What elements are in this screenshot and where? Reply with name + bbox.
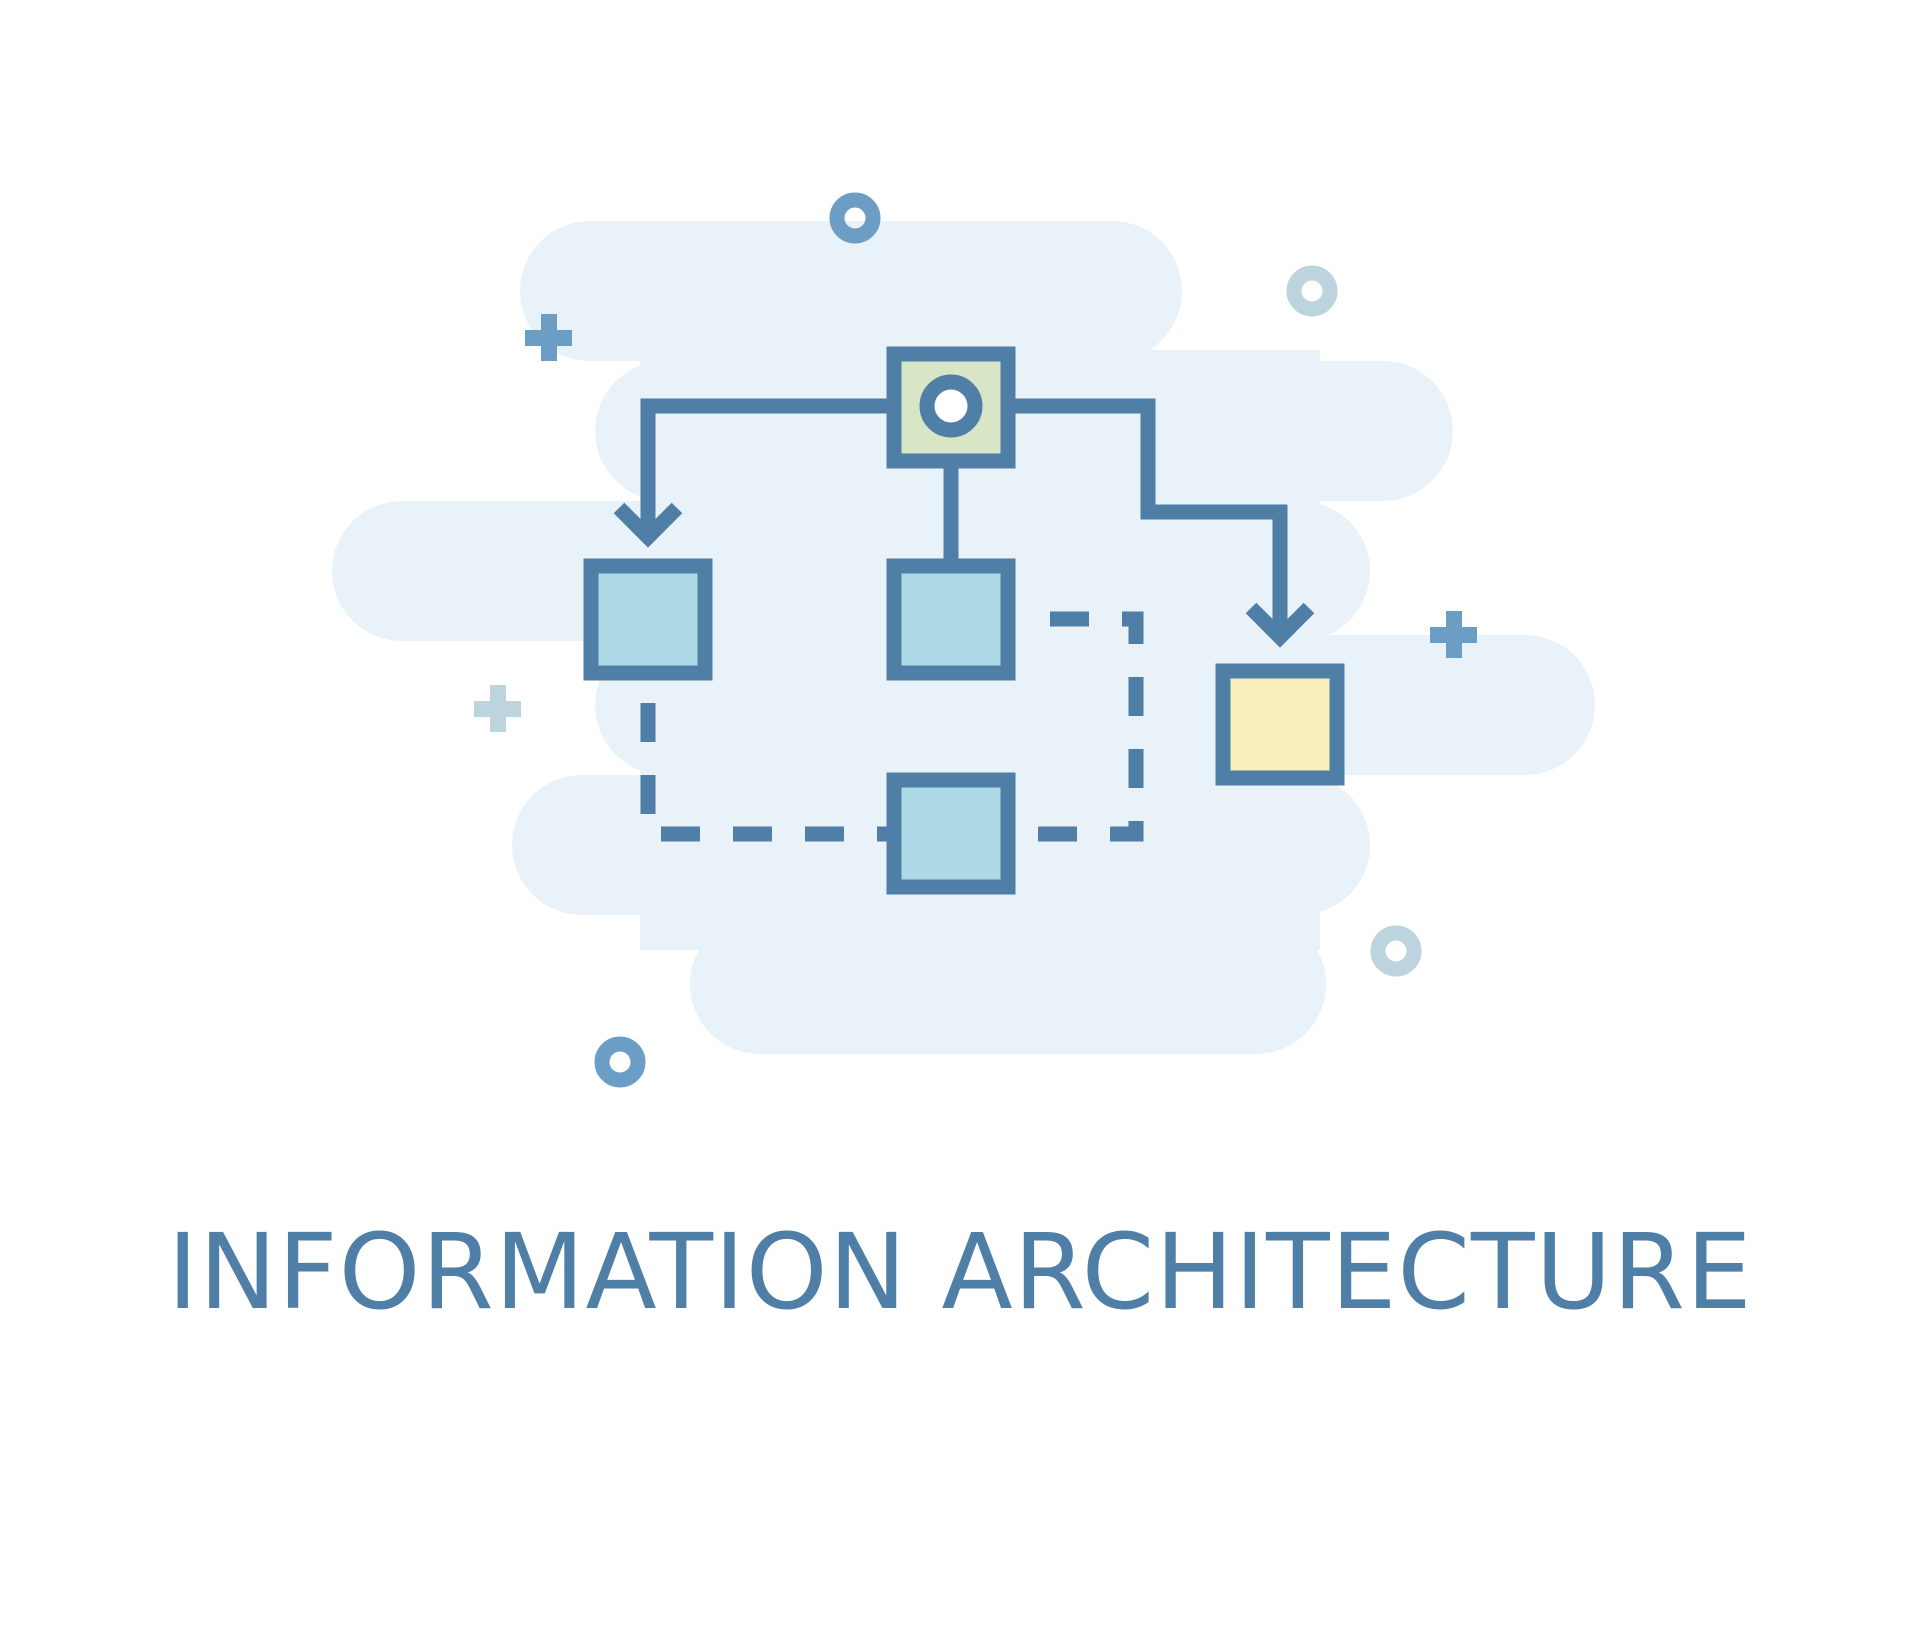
ring-top [829, 192, 881, 244]
page-title: INFORMATION ARCHITECTURE [167, 1211, 1753, 1333]
ring-bottom-left [594, 1036, 646, 1088]
plus-left-bottom [474, 685, 521, 732]
child-node-highlighted [1215, 663, 1345, 786]
child-node-left [583, 558, 713, 681]
arrowhead-right [1245, 602, 1315, 648]
arrowhead-left [613, 502, 683, 548]
ring-right-top [1286, 265, 1338, 317]
connector-root-to-left [640, 398, 894, 540]
plus-right [1430, 611, 1477, 658]
child-node-center [886, 558, 1016, 681]
sitemap-diagram-icon [583, 346, 1345, 895]
cloud-band-1 [520, 221, 1182, 361]
ring-decoration-icon [594, 192, 1422, 1088]
ring-right-bottom [1370, 925, 1422, 977]
child-node-bottom [886, 772, 1016, 895]
plus-left-top [525, 314, 572, 361]
dashed-loop-connector [640, 703, 894, 842]
plus-decoration-icon [474, 314, 1477, 732]
connector-root-to-right [1008, 398, 1288, 640]
root-node-ring [919, 374, 983, 438]
root-node [886, 346, 1016, 469]
